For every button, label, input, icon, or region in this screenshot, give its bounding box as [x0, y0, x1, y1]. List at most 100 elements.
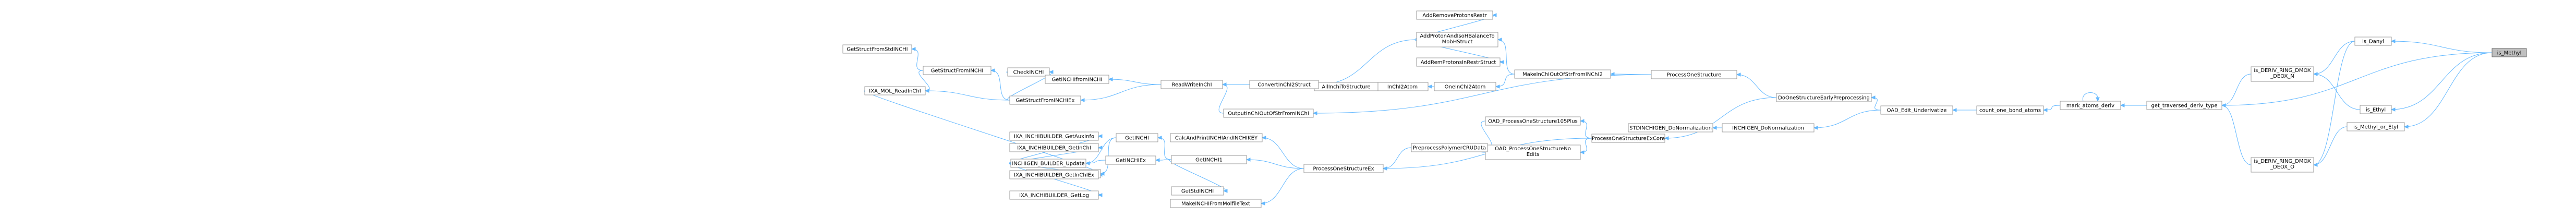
- node-label: OutputInChIOutOfStrFromINChI: [1228, 111, 1309, 117]
- edge-line: [1813, 110, 1881, 128]
- node-is-danyl[interactable]: is_Danyl: [2354, 37, 2392, 46]
- node-is-deriv-ring-dmox-deox-n[interactable]: is_DERIV_RING_DMOX_DEOX_N: [2251, 66, 2314, 82]
- edge-line: [1495, 74, 1515, 87]
- node-label: is_Methyl_or_Etyl: [2353, 125, 2398, 130]
- node-box: [1007, 67, 1050, 77]
- edge-arrowhead: [2120, 103, 2125, 107]
- node-getinchifrominchi[interactable]: GetINCHIfromINCHI: [1045, 75, 1109, 84]
- node-ixa-inchibuilder-getinchi[interactable]: IXA_INCHIBUILDER_GetInChI: [1009, 143, 1099, 152]
- node-box: [1009, 95, 1081, 105]
- node-processonestructure[interactable]: ProcessOneStructure: [1651, 70, 1737, 79]
- node-oneinchi2atom[interactable]: OneInChI2Atom: [1434, 82, 1496, 91]
- node-addremoveprotonsrestr[interactable]: AddRemoveProtonsRestr: [1416, 10, 1493, 20]
- edge-arrowhead: [1048, 70, 1054, 74]
- edge-n33-n32: [1497, 38, 1515, 75]
- node-box: [1485, 116, 1581, 126]
- node-oad-processonestructure105plus[interactable]: OAD_ProcessOneStructure105Plus: [1485, 116, 1581, 126]
- edge-arrowhead: [1736, 73, 1741, 77]
- node-readwriteinchi[interactable]: ReadWriteInChI: [1160, 80, 1223, 89]
- node-label: AddProtonAndIsoHBalanceTo: [1420, 33, 1494, 39]
- node-label: get_traversed_deriv_type: [2151, 103, 2217, 109]
- edge-arrowhead: [1312, 111, 1317, 115]
- edge-n41-n40: [1218, 82, 1228, 114]
- node-get-traversed-deriv-type[interactable]: get_traversed_deriv_type: [2146, 101, 2222, 110]
- edge-n39-n33: [1317, 39, 1417, 87]
- edge-n14-n11: [1736, 73, 1777, 98]
- node-getstdinchi[interactable]: GetStdINCHI: [1171, 186, 1224, 196]
- node-getstructfrominchi[interactable]: GetStructFromINCHI: [923, 66, 991, 75]
- node-is-deriv-ring-dmox-deox-o[interactable]: is_DERIV_RING_DMOX_DEOX_O: [2251, 157, 2314, 173]
- edge-n15-n11: [1664, 97, 1777, 140]
- node-box: [1628, 123, 1713, 132]
- node-getinchiex[interactable]: GetINCHIEx: [1105, 155, 1156, 165]
- node-makeinchioutofstrfrominchi2[interactable]: MakeInChIOutOfStrFromINChI2: [1514, 69, 1611, 79]
- edge-n21-n19: [1245, 158, 1304, 169]
- node-inchigen-builder-update[interactable]: INCHIGEN_BUILDER_Update: [1010, 159, 1086, 168]
- node-ixa-inchibuilder-getinchiex[interactable]: IXA_INCHIBUILDER_GetInChIEx: [1009, 170, 1099, 179]
- node-is-methyl[interactable]: is_Methyl: [2492, 48, 2527, 57]
- node-box: [1411, 143, 1488, 152]
- node-box: [1171, 186, 1224, 196]
- edge-line: [2221, 105, 2252, 165]
- node-inchigen-donormalization[interactable]: INCHIGEN_DoNormalization: [1722, 123, 1815, 132]
- node-doonestructureearlypreprocessing[interactable]: DoOneStructureEarlyPreprocessing: [1776, 93, 1872, 102]
- edge-arrowhead: [1108, 77, 1113, 81]
- edge-arrowhead: [1579, 119, 1585, 123]
- node-is-ethyl[interactable]: is_Ethyl: [2360, 105, 2392, 114]
- edge-n19-n18: [1382, 147, 1412, 171]
- node-checkinchi[interactable]: CheckINCHI: [1007, 67, 1050, 77]
- node-allinchitostructure[interactable]: AllInchiToStructure: [1314, 82, 1378, 91]
- edge-n24-n21: [1157, 136, 1172, 160]
- node-label: INCHIGEN_DoNormalization: [1732, 126, 1804, 131]
- node-is-methyl-or-etyl[interactable]: is_Methyl_or_Etyl: [2347, 122, 2405, 131]
- node-label: GetINCHI1: [1195, 158, 1223, 163]
- edge-line: [990, 70, 1010, 101]
- node-label: GetINCHI: [1125, 136, 1149, 141]
- edge-arrowhead: [911, 47, 916, 51]
- node-oad-edit-underivatize[interactable]: OAD_Edit_Underivatize: [1880, 105, 1953, 115]
- node-preprocesspolymercrudata[interactable]: PreprocessPolymerCRUData: [1411, 143, 1488, 152]
- edge-n47-n42: [924, 89, 1010, 101]
- node-box: [1434, 82, 1496, 91]
- graph-nodes: is_Methyl is_Danyl is_Ethyl is_Methyl_or_Et…: [842, 10, 2527, 208]
- edge-arrowhead: [1610, 72, 1615, 76]
- node-getstructfrominchiex[interactable]: GetStructFromINCHIEx: [1009, 95, 1081, 105]
- edge-arrowhead: [1952, 108, 1957, 112]
- node-outputinchioutofstrfrominchi[interactable]: OutputInChIOutOfStrFromINChI: [1223, 108, 1314, 118]
- node-addremprotonsinrestrstruct[interactable]: AddRemProtonsInRestrStruct: [1416, 57, 1501, 67]
- node-processonestructureexcore[interactable]: ProcessOneStructureExCore: [1591, 134, 1665, 143]
- edge-n16-n15: [1579, 119, 1592, 139]
- node-inchi2atom[interactable]: InChI2Atom: [1376, 82, 1429, 91]
- edge-n13-n12: [1712, 126, 1722, 130]
- node-getstructfromstdinchi[interactable]: GetStructFromStdINCHI: [842, 44, 912, 54]
- edge-line: [1007, 71, 1052, 101]
- node-makeinchifrommolfiletext[interactable]: MakeINCHIFromMolfileText: [1170, 199, 1262, 208]
- edge-line: [1085, 160, 1106, 164]
- node-box: [1416, 57, 1501, 67]
- node-count-one-bond-atoms[interactable]: count_one_bond_atoms: [1976, 105, 2044, 115]
- node-getinchi[interactable]: GetINCHI: [1116, 133, 1158, 142]
- node-convertinchi2struct[interactable]: ConvertInChI2Struct: [1249, 80, 1319, 89]
- node-box: [1160, 80, 1223, 89]
- node-label: OneInChI2Atom: [1445, 85, 1486, 90]
- node-ixa-inchibuilder-getlog[interactable]: IXA_INCHIBUILDER_GetLog: [1009, 190, 1099, 200]
- node-stdinchigen-donormalization[interactable]: STDINCHIGEN_DoNormalization: [1628, 123, 1713, 132]
- edge-arrowhead: [1080, 98, 1085, 102]
- node-ixa-inchibuilder-getauxinfo[interactable]: IXA_INCHIBUILDER_GetAuxInfo: [1009, 131, 1099, 141]
- node-processonestructureex[interactable]: ProcessOneStructureEx: [1303, 164, 1384, 173]
- edge-line: [2391, 52, 2493, 110]
- node-label: is_Ethyl: [2366, 107, 2386, 113]
- node-ixa-mol-readinchi[interactable]: IXA_MOL_ReadInChI: [864, 86, 926, 95]
- edge-n37-n36: [1427, 85, 1434, 89]
- node-label: IXA_INCHIBUILDER_GetAuxInfo: [1014, 134, 1094, 140]
- node-box: [1485, 144, 1581, 160]
- node-label: INCHIGEN_BUILDER_Update: [1012, 161, 1084, 167]
- node-mark-atoms-deriv[interactable]: mark_atoms_deriv: [2060, 101, 2121, 110]
- node-box: [2492, 48, 2527, 57]
- node-calcandprintinchiandinchikey[interactable]: CalcAndPrintINCHIAndINCHIKEY: [1170, 133, 1263, 142]
- edge-line: [2404, 52, 2493, 127]
- node-getinchi1[interactable]: GetINCHI1: [1171, 155, 1247, 164]
- edge-arrowhead: [1260, 201, 1265, 206]
